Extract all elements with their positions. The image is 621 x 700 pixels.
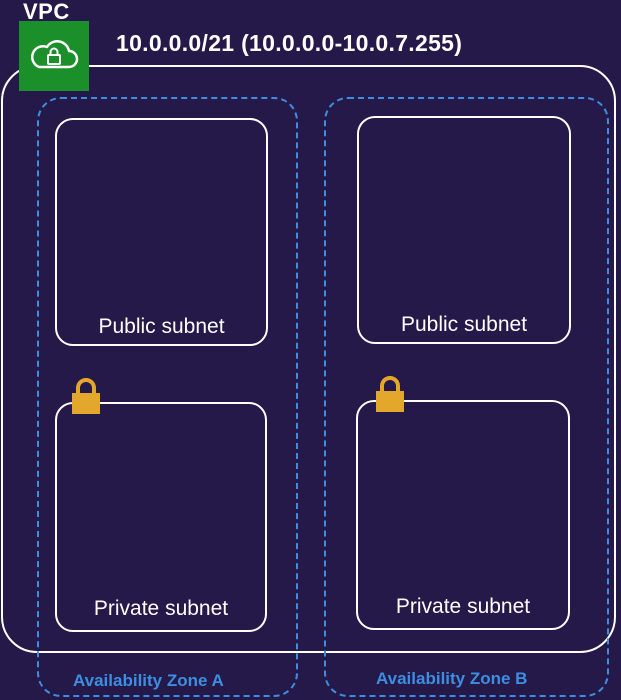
- availability-zone-a-label: Availability Zone A: [73, 671, 224, 690]
- public-subnet-b-label: Public subnet: [400, 313, 528, 336]
- public-subnet-a: Public subnet: [55, 118, 268, 346]
- padlock-icon: [374, 375, 406, 413]
- vpc-label: VPC: [23, 0, 70, 24]
- availability-zone-a: [37, 97, 298, 697]
- vpc-boundary: [1, 65, 616, 653]
- private-subnet-a: Private subnet: [55, 402, 267, 632]
- public-subnet-a-label: Public subnet: [98, 315, 225, 338]
- private-subnet-a-label: Private subnet: [93, 597, 229, 620]
- private-subnet-b-label: Private subnet: [395, 595, 531, 618]
- vpc-cidr: 10.0.0.0/21 (10.0.0.0-10.0.7.255): [116, 30, 463, 56]
- vpc-cloud-lock-icon: [19, 21, 89, 91]
- public-subnet-b: Public subnet: [357, 116, 571, 344]
- availability-zone-b-label: Availability Zone B: [376, 669, 528, 688]
- availability-zone-b: [324, 97, 609, 697]
- private-subnet-b: Private subnet: [356, 400, 570, 630]
- padlock-icon: [70, 377, 102, 415]
